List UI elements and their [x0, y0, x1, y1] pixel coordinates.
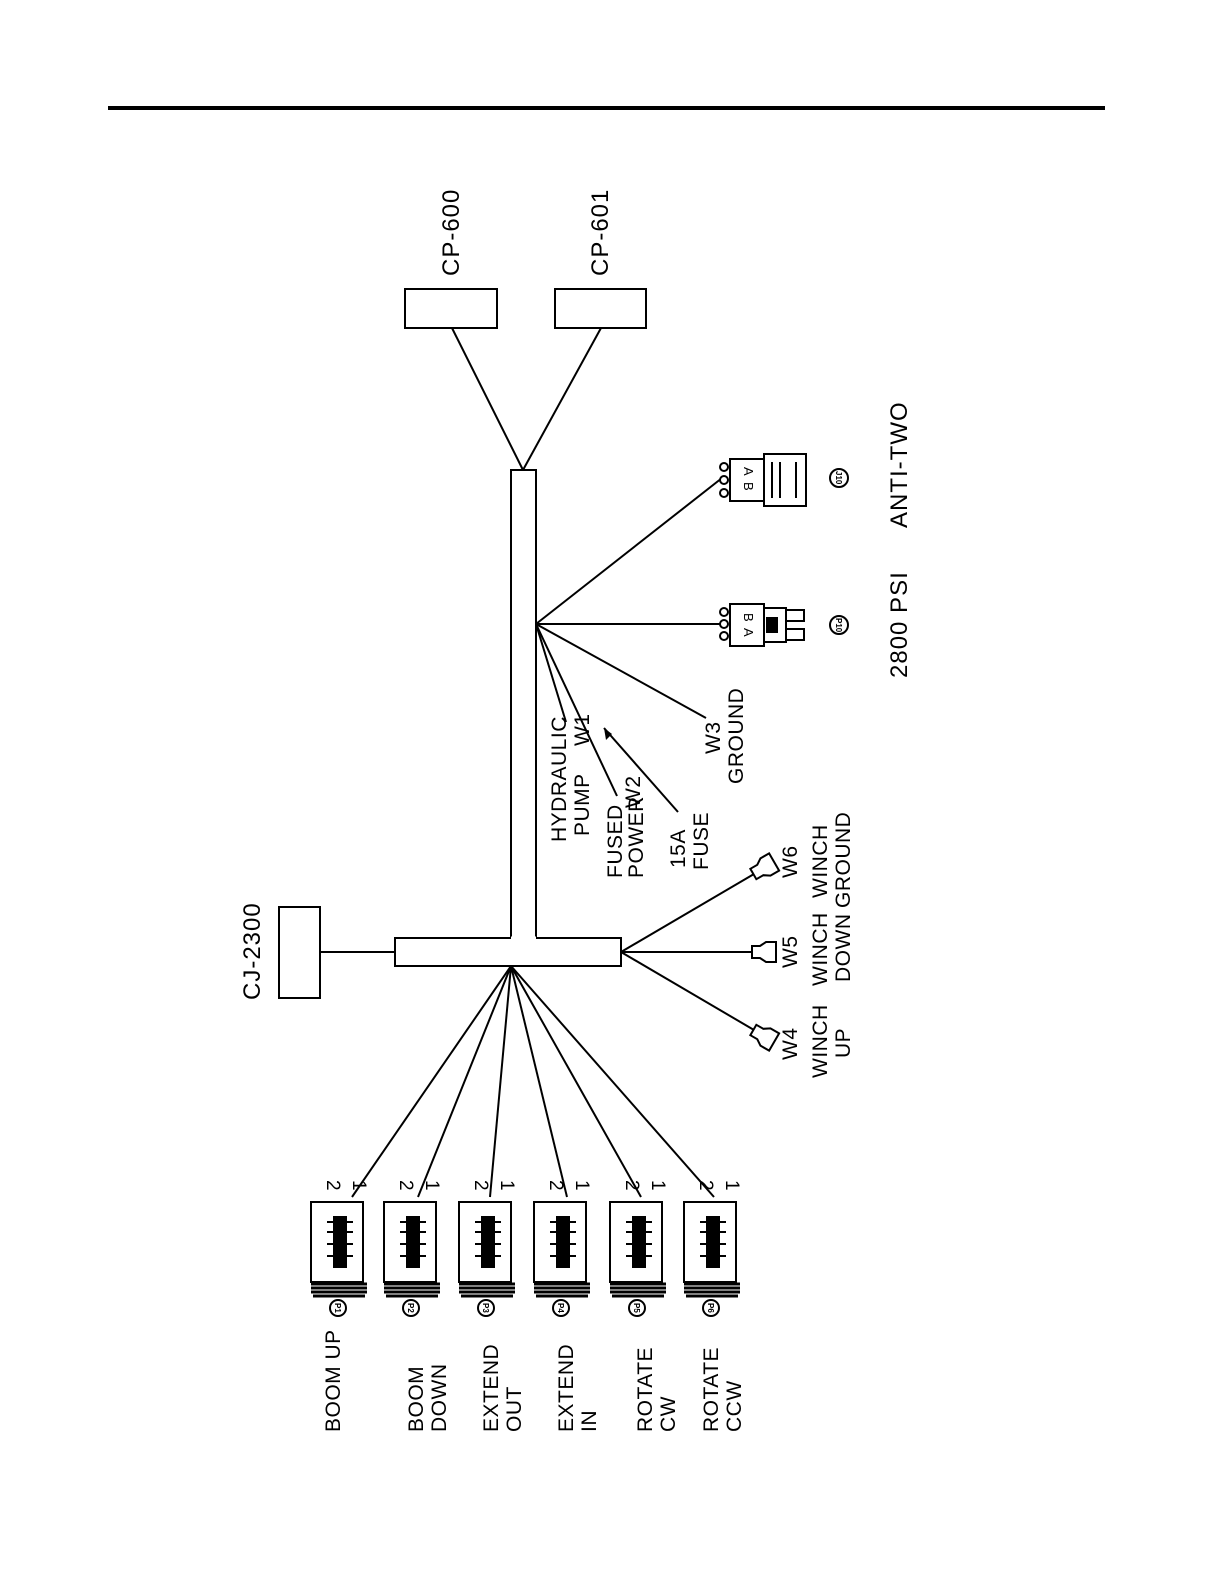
switch-connector-j10: A B J10 [720, 454, 848, 506]
connector-label-cp601: CP-601 [587, 189, 614, 276]
valve-connector-p1: 1 2 P1 [311, 1180, 369, 1316]
valve-connector-p2: 1 2 P2 [384, 1180, 442, 1316]
pin-label: 2 [545, 1180, 566, 1191]
switch-connector-p10: B A P10 [720, 604, 848, 646]
ground-wire-w3: W3 [702, 722, 725, 755]
pin-label: 1 [571, 1180, 592, 1191]
junction-label: CJ-2300 [239, 902, 266, 1000]
junction-box-cj2300 [279, 907, 320, 998]
pin-label: 2 [470, 1180, 491, 1191]
switch-label-anti-two: ANTI-TWO [886, 401, 913, 528]
valve-label-p4-line2: IN [578, 1410, 601, 1432]
pin-label: 2 [395, 1180, 416, 1191]
power-label-line2: POWER [625, 796, 648, 878]
valve-tag: P4 [556, 1303, 565, 1313]
valve-tag: P1 [333, 1303, 342, 1313]
fuse-label-line1: 15A [667, 829, 690, 868]
connector-box-cp600 [405, 289, 497, 328]
valve-connector-p5: 1 2 P5 [610, 1180, 668, 1316]
winch-label-w6-line1: WINCH [809, 824, 832, 898]
spade-terminal-w5 [752, 942, 776, 962]
winch-wire-w4: W4 [779, 1028, 802, 1061]
winch-label-w5-line1: WINCH [809, 912, 832, 986]
trunk-bar [395, 938, 621, 966]
switch-pin-label: A [741, 467, 756, 476]
pin-label: 2 [621, 1180, 642, 1191]
valve-label-p2-line2: DOWN [428, 1364, 451, 1433]
connector-box-cp601 [555, 289, 646, 328]
winch-leads [621, 874, 754, 1030]
valve-tag: P5 [632, 1303, 641, 1313]
switch-pin-label: B [741, 613, 756, 622]
valve-label-p6-line2: CCW [723, 1380, 746, 1432]
valve-connector-p3: 1 2 P3 [459, 1180, 517, 1316]
valve-label-p2-line1: BOOM [405, 1366, 428, 1432]
pin-label: 1 [421, 1180, 442, 1191]
valve-label-p5-line2: CW [657, 1396, 680, 1432]
pump-label-line2: PUMP [571, 773, 594, 836]
pin-label: 1 [647, 1180, 668, 1191]
valve-connector-p4: 1 2 P4 [534, 1180, 592, 1316]
connector-label-cp600: CP-600 [438, 189, 465, 276]
valve-label-p5-line1: ROTATE [634, 1347, 657, 1432]
power-label-line1: FUSED [604, 804, 627, 878]
valve-leads [352, 966, 714, 1197]
switch-pin-label: B [741, 482, 756, 491]
valve-label-p3-line2: OUT [503, 1386, 526, 1432]
pin-label: 1 [348, 1180, 369, 1191]
valve-tag: P2 [406, 1303, 415, 1313]
switch-label-2800-psi: 2800 PSI [886, 571, 913, 678]
pin-label: 2 [322, 1180, 343, 1191]
winch-label-w4-line2: UP [832, 1028, 855, 1058]
switch-pin-label: A [741, 628, 756, 637]
valve-tag: P6 [706, 1303, 715, 1313]
valve-label-p6-line1: ROTATE [700, 1347, 723, 1432]
valve-tag: P3 [481, 1303, 490, 1313]
pin-label: 1 [496, 1180, 517, 1191]
pin-label: 2 [695, 1180, 716, 1191]
fuse-arrowhead [604, 728, 612, 740]
winch-label-w5-line2: DOWN [832, 914, 855, 983]
spade-terminal-w6 [748, 853, 779, 882]
switch-tag: P10 [834, 618, 843, 633]
pump-wire-w1: W1 [571, 714, 594, 747]
pin-label: 1 [721, 1180, 742, 1191]
valve-connector-p6: 1 2 P6 [684, 1180, 742, 1316]
valve-label-p1: BOOM UP [322, 1329, 345, 1432]
branch-bar [511, 470, 536, 938]
winch-wire-w6: W6 [779, 846, 802, 879]
winch-wire-w5: W5 [779, 936, 802, 969]
valve-label-p4-line1: EXTEND [555, 1344, 578, 1432]
spade-terminal-w4 [748, 1021, 779, 1050]
fuse-label-line2: FUSE [690, 812, 713, 870]
ground-label: GROUND [725, 688, 748, 784]
winch-label-w6-line2: GROUND [832, 812, 855, 908]
winch-label-w4-line1: WINCH [809, 1004, 832, 1078]
pump-label-line1: HYDRAULIC [548, 716, 571, 842]
switch-tag: J10 [834, 471, 843, 485]
valve-label-p3-line1: EXTEND [480, 1344, 503, 1432]
